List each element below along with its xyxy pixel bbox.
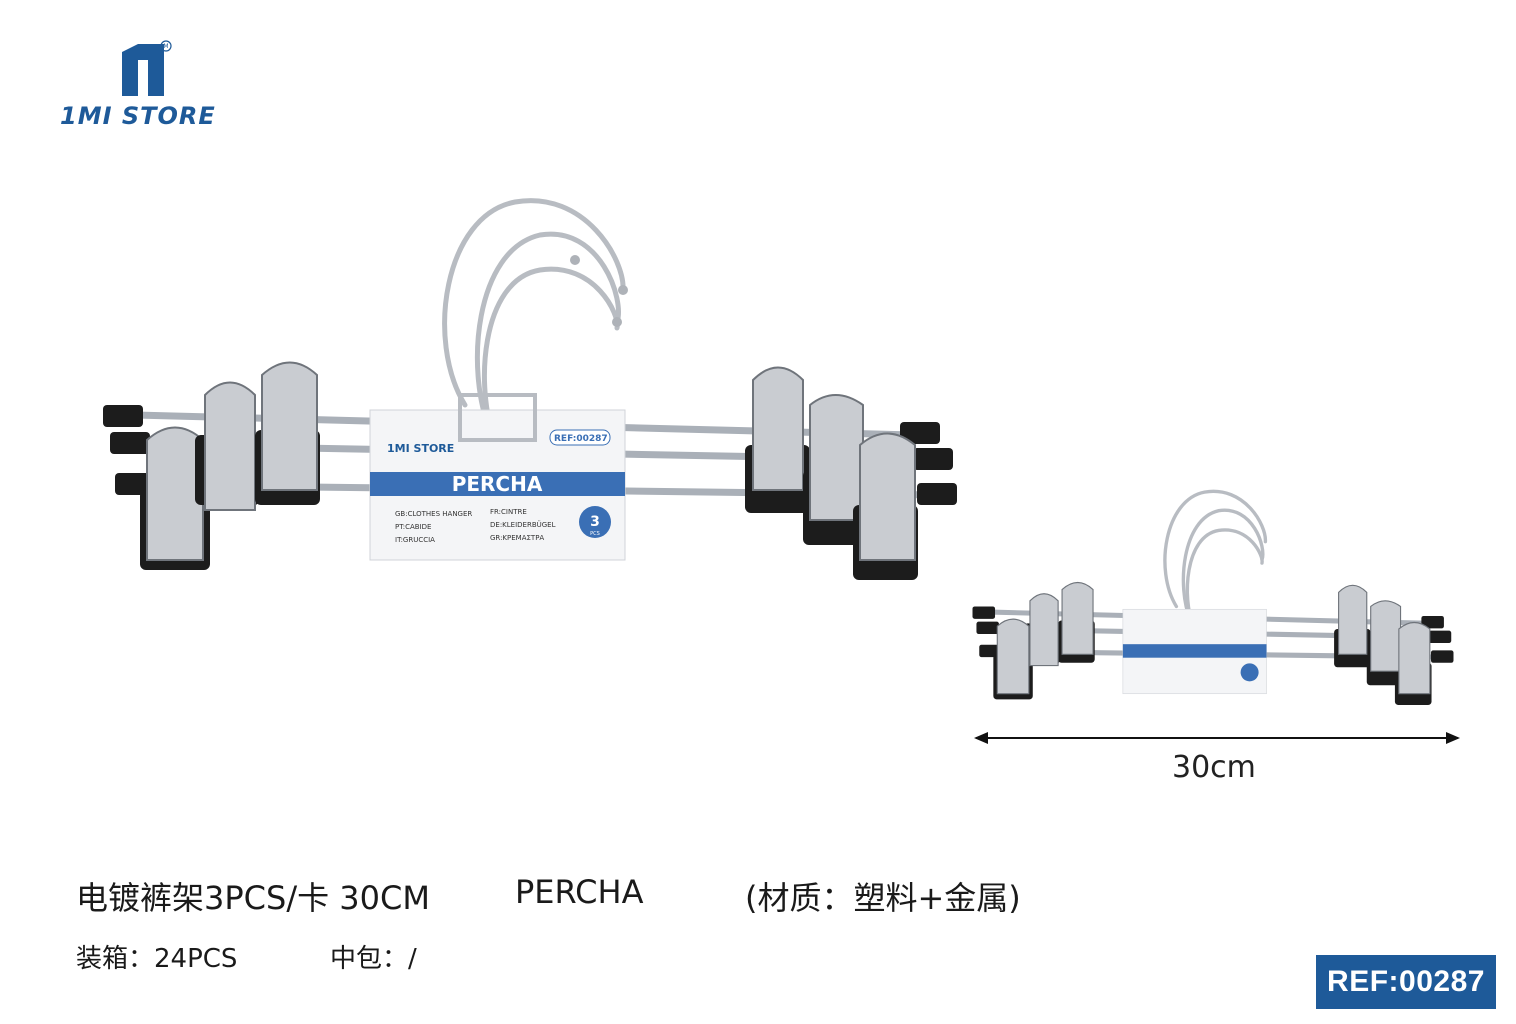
brand-logo: M 1MI STORE [60, 40, 240, 140]
card-translation: GB:CLOTHES HANGER [395, 510, 472, 518]
card-translation: PT:CABIDE [395, 523, 431, 531]
box-quantity: 装箱：24PCS [76, 944, 238, 974]
logo-mark-icon: M [122, 40, 172, 96]
hanger-product-large: 1MI STORE REF:00287 PERCHA 3 PCS GB:CLOT… [103, 198, 957, 580]
dimension-arrow [974, 732, 1460, 744]
product-name-es: PERCHA [515, 873, 644, 911]
packaging-card [369, 393, 626, 561]
product-name-cn: 电镀裤架3PCS/卡 30CM [76, 879, 430, 917]
card-translation: DE:KLEIDERBÜGEL [490, 520, 556, 529]
card-count: 3 [590, 514, 600, 530]
dimension-label: 30cm [1172, 750, 1256, 785]
card-translation: GR:ΚΡΕΜΑΣΤΡΑ [490, 534, 544, 542]
card-translation: IT:GRUCCIA [395, 536, 435, 544]
card-title: PERCHA [452, 472, 543, 496]
card-count-unit: PCS [590, 531, 600, 537]
ref-badge: REF:00287 [1316, 955, 1496, 1009]
card-brand: 1MI STORE [387, 442, 454, 455]
inner-pack: 中包：/ [330, 944, 417, 974]
card-ref: REF:00287 [554, 434, 608, 444]
logo-wordmark: 1MI STORE [60, 102, 216, 130]
hanger-product-small [972, 489, 1454, 706]
card-translation: FR:CINTRE [490, 508, 527, 516]
svg-text:M: M [163, 43, 168, 50]
product-material: (材质：塑料+金属) [745, 879, 1021, 917]
